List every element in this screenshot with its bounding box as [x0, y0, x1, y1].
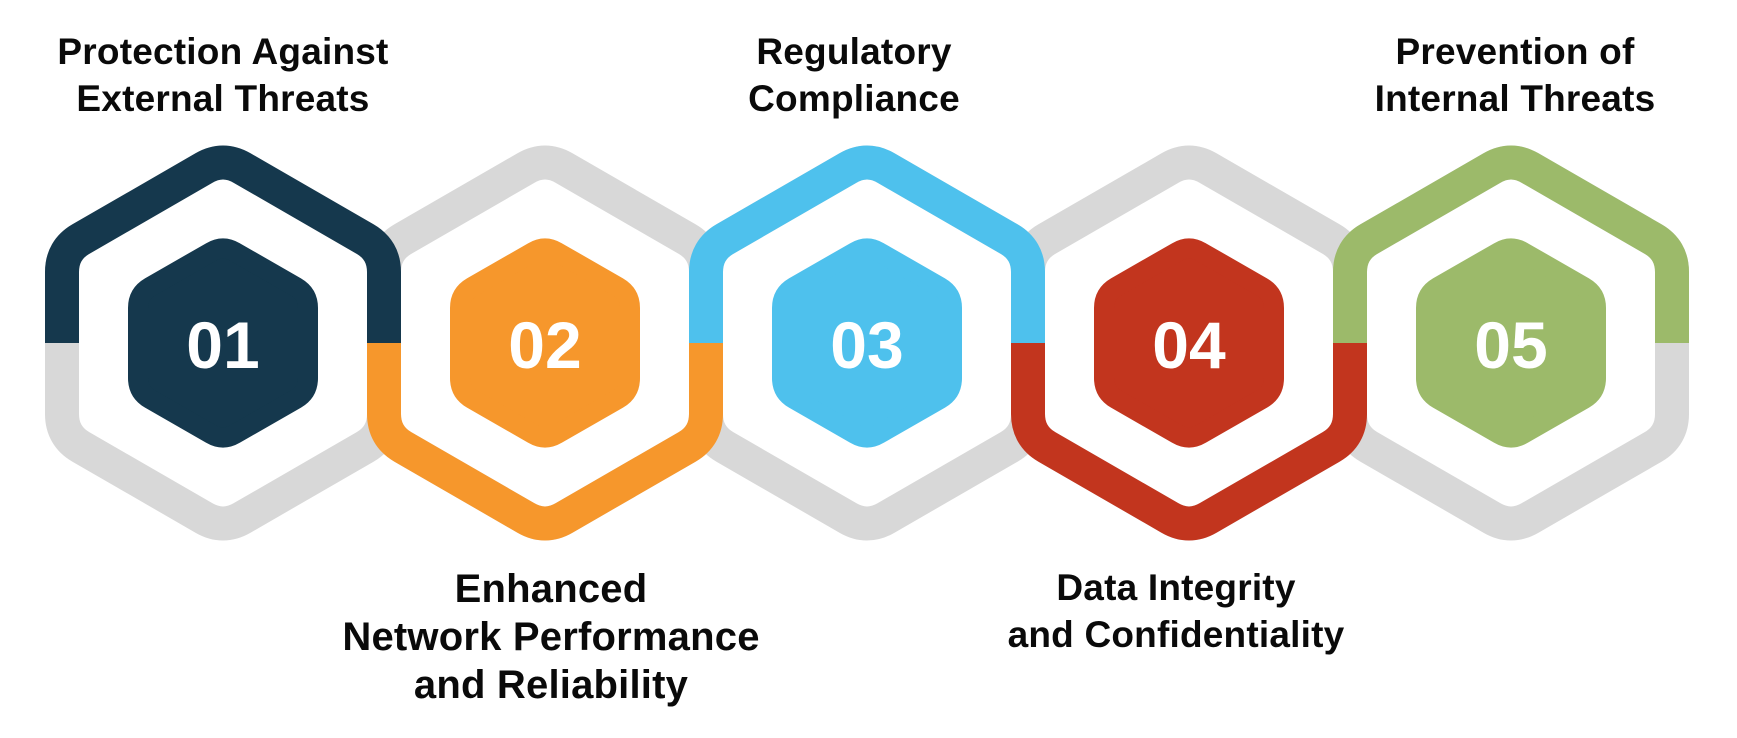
step-number: 03	[830, 308, 903, 382]
core-hexagons-layer: 01 02 03 04 05	[138, 249, 1596, 438]
step-number: 05	[1474, 308, 1547, 382]
step-number: 04	[1152, 308, 1226, 382]
step-number: 02	[508, 308, 581, 382]
step-number: 01	[186, 308, 259, 382]
